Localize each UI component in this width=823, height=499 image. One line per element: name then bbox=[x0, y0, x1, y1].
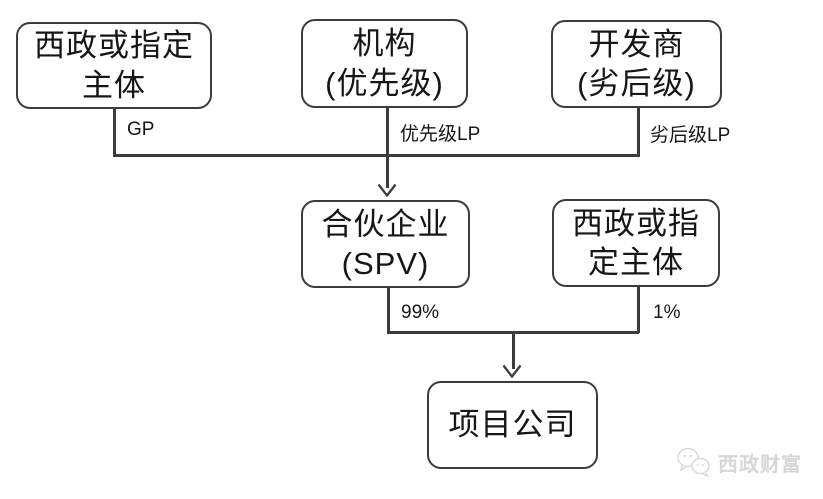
node-project-company: 项目公司 bbox=[427, 381, 598, 469]
node-partnership-spv: 合伙企业 (SPV) bbox=[301, 200, 470, 288]
connector-junior-vertical bbox=[637, 108, 640, 156]
node-xizheng-minority: 西政或指 定主体 bbox=[552, 199, 720, 287]
edge-label-spv-share: 99% bbox=[401, 302, 440, 323]
watermark: 西政财富 bbox=[676, 446, 802, 478]
node-xizheng-gp: 西政或指定 主体 bbox=[16, 22, 212, 109]
connector-minority-vertical bbox=[637, 287, 640, 333]
wechat-icon bbox=[677, 447, 710, 478]
connector-tier1-horizontal bbox=[113, 154, 640, 157]
connector-gp-vertical bbox=[113, 109, 116, 156]
arrowhead-down-icon bbox=[502, 365, 522, 378]
connector-senior-vertical bbox=[386, 108, 389, 188]
edge-label-minority-share: 1% bbox=[653, 302, 681, 323]
connector-project-vertical bbox=[512, 333, 515, 369]
arrowhead-down-icon bbox=[377, 184, 397, 197]
node-developer-junior: 开发商 (劣后级) bbox=[551, 20, 722, 108]
edge-label-junior-lp: 劣后级LP bbox=[650, 125, 731, 146]
edge-label-senior-lp: 优先级LP bbox=[400, 124, 481, 145]
connector-tier2-horizontal bbox=[387, 331, 639, 334]
connector-spv-vertical bbox=[387, 288, 390, 333]
node-institution-senior: 机构 (优先级) bbox=[301, 19, 468, 108]
watermark-text: 西政财富 bbox=[718, 453, 802, 476]
edge-label-gp: GP bbox=[127, 119, 155, 140]
